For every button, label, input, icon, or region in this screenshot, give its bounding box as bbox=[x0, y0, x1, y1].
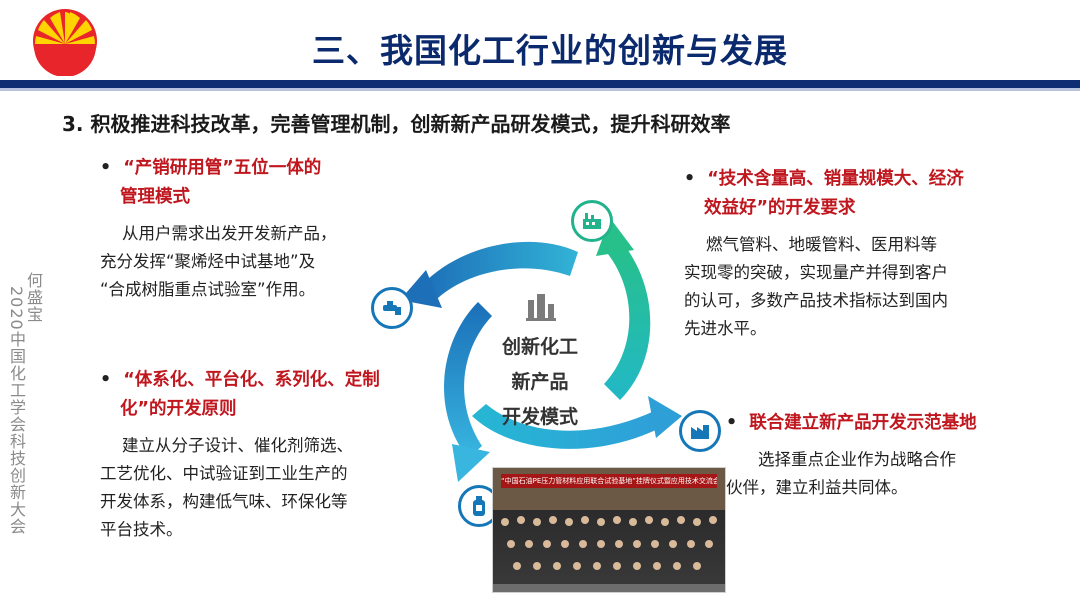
logo-icon bbox=[33, 9, 97, 76]
factory-icon bbox=[571, 200, 613, 242]
item-body: 从用户需求出发开发新产品， 充分发挥“聚烯烃中试基地”及 “合成树脂重点试验室”… bbox=[100, 224, 337, 299]
industry-icon bbox=[679, 410, 721, 452]
plant-icon bbox=[526, 294, 556, 321]
bullet: • bbox=[100, 158, 112, 178]
side-caption-name: 何盛宝 bbox=[24, 272, 43, 323]
item-heading: •“技术含量高、销量规模大、经济 效益好”的开发要求 bbox=[684, 169, 964, 218]
item-heading: •联合建立新产品开发示范基地 bbox=[726, 413, 977, 433]
arrow-bottom bbox=[472, 404, 660, 449]
page-title: 三、我国化工行业的创新与发展 bbox=[312, 31, 788, 70]
side-caption-event: 2020中国化工学会科技创新大会 bbox=[7, 286, 26, 535]
bullet: • bbox=[726, 413, 738, 433]
cycle-diagram bbox=[400, 218, 682, 482]
item-heading: •“产销研用管”五位一体的 管理模式 bbox=[100, 158, 322, 207]
bullet: • bbox=[100, 370, 112, 390]
title-divider-light bbox=[0, 88, 1080, 91]
title-divider bbox=[0, 80, 1080, 88]
faucet-icon bbox=[371, 287, 413, 329]
item-body: 燃气管料、地暖管料、医用料等 实现零的突破，实现量产并得到客户 的认可，多数产品… bbox=[684, 235, 948, 338]
arrow-right bbox=[604, 242, 651, 400]
item-demo-base: •联合建立新产品开发示范基地 选择重点企业作为战略合作 伙伴，建立利益共同体。 bbox=[726, 409, 1026, 502]
photo-banner: “中国石油PE压力管材料应用联合试验基地”挂牌仪式暨应用技术交流会 bbox=[501, 474, 717, 488]
bullet: • bbox=[684, 169, 696, 189]
cycle-center-label: 创新化工 新产品 开发模式 bbox=[501, 336, 578, 428]
arrow-head-left bbox=[452, 444, 490, 482]
section-subtitle: 3. 积极推进科技改革，完善管理机制，创新新产品研发模式，提升科研效率 bbox=[62, 112, 731, 136]
item-heading: •“体系化、平台化、系列化、定制 化”的开发原则 bbox=[100, 370, 380, 419]
item-development-principle: •“体系化、平台化、系列化、定制 化”的开发原则 建立从分子设计、催化剂筛选、 … bbox=[100, 366, 420, 544]
arrow-head-right bbox=[596, 218, 634, 256]
arrow-head-bottom bbox=[648, 396, 682, 438]
event-photo: “中国石油PE压力管材料应用联合试验基地”挂牌仪式暨应用技术交流会 bbox=[492, 467, 726, 593]
arrow-left bbox=[444, 302, 492, 458]
item-management-mode: •“产销研用管”五位一体的 管理模式 从用户需求出发开发新产品， 充分发挥“聚烯… bbox=[100, 154, 400, 304]
item-body: 建立从分子设计、催化剂筛选、 工艺优化、中试验证到工业生产的 开发体系，构建低气… bbox=[100, 436, 353, 539]
item-development-requirement: •“技术含量高、销量规模大、经济 效益好”的开发要求 燃气管料、地暖管料、医用料… bbox=[684, 165, 1004, 343]
item-body: 选择重点企业作为战略合作 伙伴，建立利益共同体。 bbox=[726, 450, 956, 497]
arrow-top bbox=[422, 241, 578, 298]
side-caption: 何盛宝 2020中国化工学会科技创新大会 bbox=[7, 272, 43, 535]
